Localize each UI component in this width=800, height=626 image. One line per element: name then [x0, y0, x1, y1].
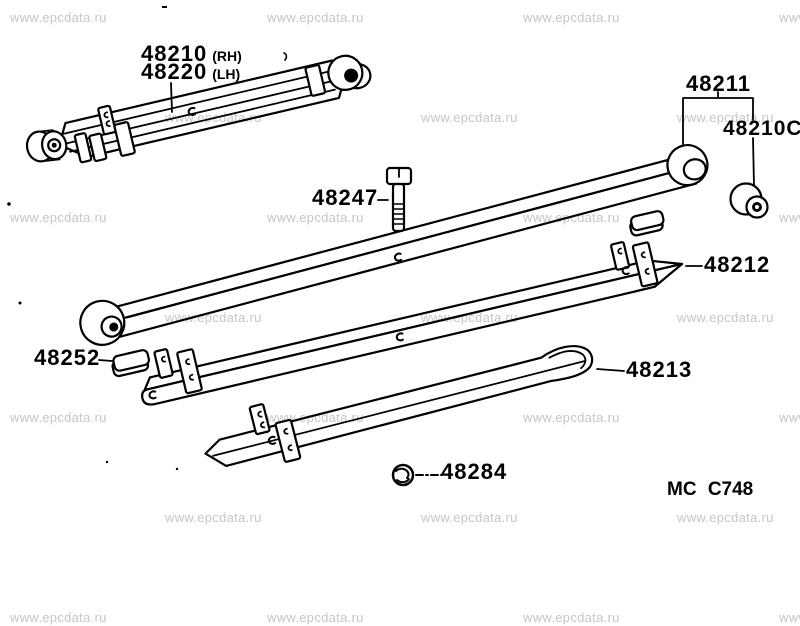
spring-no3-48213-art — [204, 345, 594, 467]
part-side-rh: (RH) — [212, 48, 242, 64]
part-number[interactable]: 48220 — [141, 59, 208, 84]
part-side-lh: (LH) — [212, 66, 241, 82]
part-label-48213[interactable]: 48213 — [626, 359, 692, 381]
part-label-48220[interactable]: 48220(LH) — [141, 61, 240, 83]
no2-right-clamp-holes — [640, 251, 650, 275]
speck-2 — [283, 52, 288, 61]
no2-front-face — [141, 262, 684, 406]
spring-assembly-48210-art — [25, 54, 372, 164]
part-label-48284[interactable]: 48284 — [441, 461, 507, 483]
pad-48252-art — [111, 349, 150, 378]
no2-left-tab-hole — [160, 355, 167, 363]
no3-tab — [248, 403, 271, 436]
no2-right-tab — [610, 241, 631, 271]
spring-no1-48211-art — [79, 143, 709, 346]
pad-upper-top — [630, 210, 665, 232]
part-number[interactable]: 48212 — [704, 252, 771, 277]
leader-48210 — [170, 82, 173, 113]
part-number[interactable]: 48210C — [723, 117, 800, 140]
part-label-48212[interactable]: 48212 — [704, 254, 770, 276]
speck-5 — [105, 460, 109, 464]
part-label-48210[interactable]: 48210(RH) — [141, 43, 242, 65]
no1-hook-hole — [393, 252, 403, 262]
no2-left-clamp — [176, 348, 203, 395]
part-number[interactable]: 48252 — [34, 345, 101, 370]
print-specks — [7, 6, 288, 471]
no3-hook — [267, 435, 277, 445]
part-number[interactable]: 48247 — [312, 185, 379, 210]
no2-left-hook — [148, 390, 157, 400]
assembly-left-pin-hole — [47, 138, 62, 153]
center-bolt-48247-art — [385, 166, 413, 233]
speck-4 — [7, 202, 11, 206]
diagram-code: MC C748 — [667, 479, 754, 500]
assembly-eye-hole — [344, 68, 359, 83]
no3-clamp — [274, 418, 302, 463]
part-number[interactable]: 48284 — [441, 459, 508, 484]
assembly-left-pin-dot — [51, 142, 57, 148]
bushing-48210C-art — [729, 182, 769, 219]
assembly-left-plate-2 — [88, 132, 108, 163]
no1-right-eye-roll — [682, 158, 707, 181]
no2-right-clamp — [631, 241, 659, 288]
pad-top — [112, 349, 150, 372]
no3-body — [204, 345, 594, 467]
speck-3 — [18, 301, 22, 305]
no2-right-hook — [621, 266, 630, 276]
leader-48211-bracket — [682, 91, 755, 187]
assembly-hook-hole — [187, 106, 196, 116]
part-number[interactable]: 48211 — [686, 71, 751, 96]
speck-1 — [162, 6, 167, 8]
part-label-48252[interactable]: 48252 — [34, 347, 100, 369]
leader-48213 — [596, 368, 625, 372]
no2-right-tab-hole — [617, 247, 623, 255]
assembly-left-plate-1 — [73, 132, 93, 164]
no1-left-eye-hole — [109, 322, 119, 332]
bolt-threads — [393, 203, 404, 225]
no3-clamp-holes — [283, 427, 293, 452]
part-number[interactable]: 48213 — [626, 357, 693, 382]
assembly-tab-holes — [103, 111, 111, 127]
spring-no2-48212-art — [141, 241, 684, 406]
pad-upper-art — [629, 210, 665, 237]
part-label-48210C[interactable]: 48210C — [723, 118, 800, 139]
part-number[interactable]: 48210 — [141, 41, 208, 66]
leader-lines — [98, 82, 755, 372]
clip-48284-art — [391, 463, 443, 487]
no3-tab-holes — [257, 410, 266, 429]
part-label-48211[interactable]: 48211 — [686, 73, 751, 95]
no2-left-clamp-holes — [185, 358, 194, 381]
assembly-leaf-line-3 — [69, 88, 336, 153]
no2-left-tab — [153, 348, 174, 379]
assembly-clamp-right — [304, 63, 327, 97]
part-label-48247[interactable]: 48247 — [312, 187, 378, 209]
assembly-clamp-left — [113, 121, 136, 157]
no3-ridge — [212, 360, 587, 457]
speck-6 — [175, 467, 179, 471]
no3-tip-roll — [548, 350, 587, 370]
no2-hook-hole — [395, 332, 404, 342]
assembly-clip-tab — [97, 104, 117, 136]
bushing-hole-center — [755, 205, 759, 209]
clip-detail — [395, 467, 410, 484]
leader-48252 — [98, 359, 113, 362]
